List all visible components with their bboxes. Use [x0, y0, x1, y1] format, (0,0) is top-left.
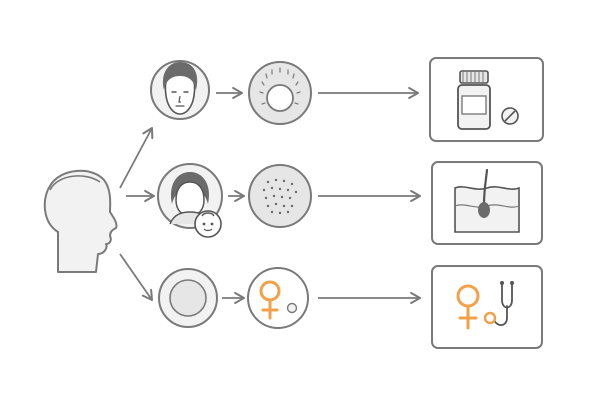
single-follicle-circle-icon: [248, 61, 312, 125]
row-top: [150, 57, 544, 142]
male-face-icon: [150, 60, 210, 120]
row-bottom: [158, 265, 543, 349]
mother-child-icon: [157, 163, 223, 238]
skin-cross-section-hair-icon: [431, 161, 543, 245]
row-middle: [157, 161, 543, 245]
branch-arrow-top: [119, 126, 154, 189]
head-profile-icon: [43, 169, 118, 273]
branch-arrow-bottom: [119, 253, 154, 302]
medication-bottle-pill-icon: [429, 57, 544, 142]
female-symbol-circle-icon: [247, 267, 309, 329]
dotted-scalp-circle-icon: [248, 164, 312, 228]
female-symbol-stethoscope-icon: [431, 265, 543, 349]
empty-circle-icon: [158, 268, 218, 328]
